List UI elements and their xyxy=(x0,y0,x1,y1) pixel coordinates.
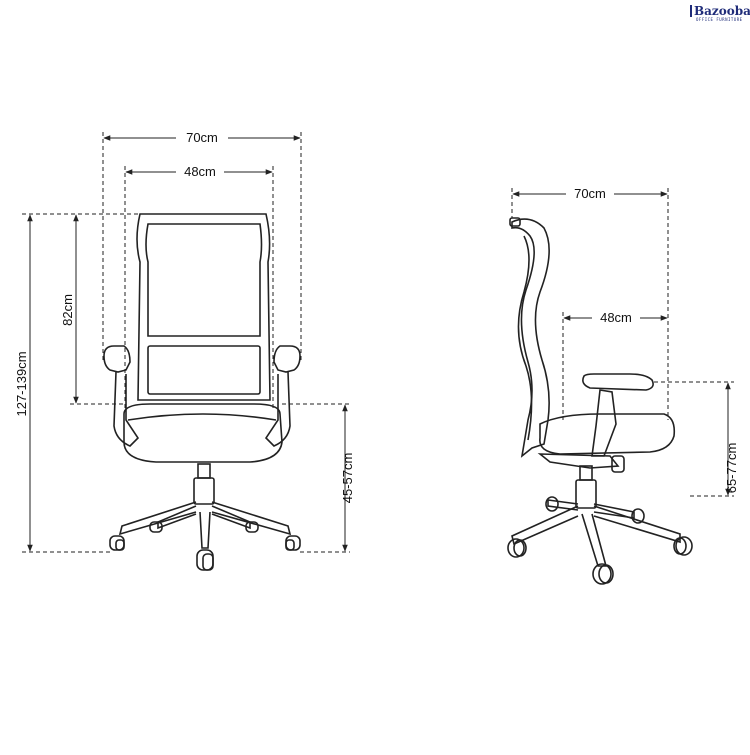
front-back-width-label: 48cm xyxy=(184,164,216,179)
front-width-label: 70cm xyxy=(186,130,218,145)
front-left-arm-support xyxy=(113,371,140,447)
side-arm-height-label: 65-77cm xyxy=(724,443,739,494)
brand-logo: Bazooband OFFICE FURNITURE xyxy=(690,4,750,28)
front-seat-cushion xyxy=(123,403,283,463)
side-caster-back xyxy=(545,496,559,512)
front-base-inner-right-leg xyxy=(211,505,251,530)
brand-tagline: OFFICE FURNITURE xyxy=(696,17,743,22)
side-seat-cushion xyxy=(539,413,676,455)
front-base-right-leg xyxy=(211,501,292,536)
logo-mark-icon xyxy=(690,5,696,17)
side-cylinder-lower xyxy=(575,479,597,509)
front-caster-center xyxy=(196,549,214,571)
front-cylinder-lower xyxy=(193,477,215,505)
front-base-center-leg xyxy=(199,511,211,549)
front-gas-cylinder xyxy=(197,463,211,479)
side-base-front-leg xyxy=(593,503,635,519)
side-depth-label: 70cm xyxy=(574,186,606,201)
side-caster-left xyxy=(507,538,527,558)
side-headrest-tip xyxy=(509,217,521,227)
front-right-armrest xyxy=(273,345,301,373)
front-backrest-upper-panel xyxy=(145,223,263,337)
front-caster-inner-left xyxy=(149,521,163,533)
side-caster-front xyxy=(631,508,645,524)
side-armrest-pad xyxy=(582,373,654,391)
front-back-height-label: 82cm xyxy=(60,294,75,326)
front-base-inner-left-leg xyxy=(157,505,197,530)
side-view xyxy=(507,217,693,585)
front-right-arm-support xyxy=(264,371,291,447)
side-caster-center xyxy=(592,563,614,585)
side-armrest-support xyxy=(591,389,617,457)
side-mechanism-knob xyxy=(611,455,625,473)
side-seat-mechanism xyxy=(537,453,620,469)
front-view xyxy=(103,213,301,571)
side-base-right-leg xyxy=(593,505,681,544)
side-backrest-inner xyxy=(517,235,533,441)
side-base-left-leg xyxy=(511,505,579,546)
brand-name: Bazooband xyxy=(694,4,750,18)
side-base-back-leg xyxy=(547,499,579,511)
front-dimensions xyxy=(22,132,350,553)
front-lumbar-panel xyxy=(147,345,261,395)
side-base-center-leg xyxy=(581,513,608,567)
front-left-armrest xyxy=(103,345,131,373)
side-caster-right xyxy=(673,536,693,556)
front-seat-height-label: 45-57cm xyxy=(340,453,355,504)
side-seat-depth-label: 48cm xyxy=(600,310,632,325)
front-backrest-frame xyxy=(136,213,271,401)
side-backrest-frame xyxy=(511,218,550,458)
front-caster-inner-right xyxy=(245,521,259,533)
front-seat-top-line xyxy=(127,413,277,421)
front-caster-left xyxy=(109,535,125,551)
front-caster-right xyxy=(285,535,301,551)
front-total-height-label: 127-139cm xyxy=(14,351,29,416)
